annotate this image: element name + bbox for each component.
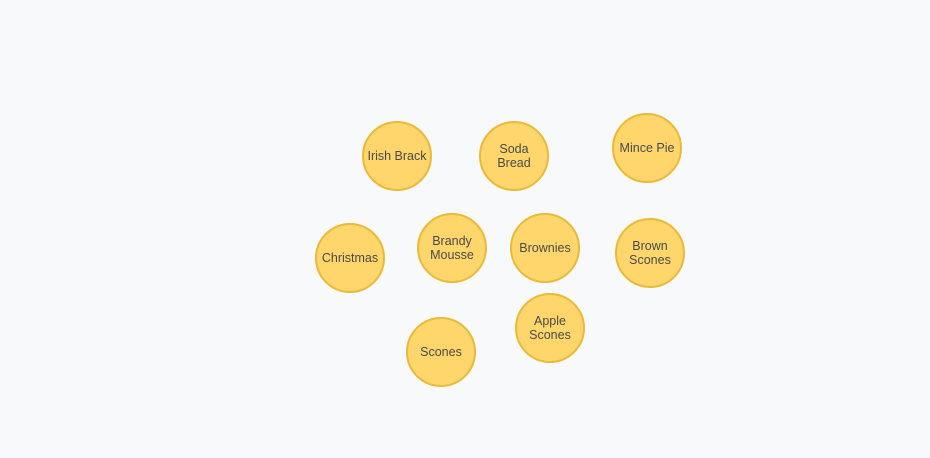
bubble-label-irish-brack: Irish Brack (367, 149, 427, 163)
bubble-apple-scones[interactable]: Apple Scones (515, 293, 585, 363)
bubble-mince-pie[interactable]: Mince Pie (612, 113, 682, 183)
bubble-brownies[interactable]: Brownies (510, 213, 580, 283)
bubble-label-scones: Scones (420, 345, 462, 359)
bubble-label-mince-pie: Mince Pie (619, 141, 675, 155)
bubble-label-apple-scones: Apple Scones (529, 314, 571, 342)
bubble-scones[interactable]: Scones (406, 317, 476, 387)
bubble-christmas[interactable]: Christmas (315, 223, 385, 293)
bubble-brandy-mousse[interactable]: Brandy Mousse (417, 213, 487, 283)
bubble-soda-bread[interactable]: Soda Bread (479, 121, 549, 191)
bubble-label-brandy-mousse: Brandy Mousse (430, 234, 474, 262)
bubble-irish-brack[interactable]: Irish Brack (362, 121, 432, 191)
bubble-label-soda-bread: Soda Bread (497, 142, 531, 170)
bubble-label-brown-scones: Brown Scones (629, 239, 671, 267)
bubble-label-brownies: Brownies (519, 241, 571, 255)
bubble-label-christmas: Christmas (321, 251, 379, 265)
bubble-brown-scones[interactable]: Brown Scones (615, 218, 685, 288)
